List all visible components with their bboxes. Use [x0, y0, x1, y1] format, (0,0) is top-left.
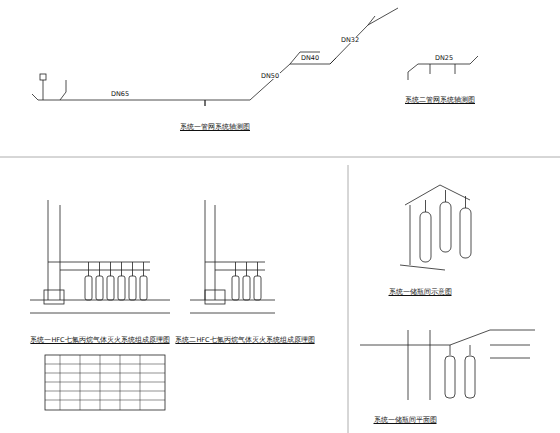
drawing-title: 系统一HFC七氟丙烷气体灭火系统组成原理图	[29, 337, 170, 344]
pipe-size-label: DN32	[340, 37, 360, 44]
pipe-size-label: DN50	[260, 73, 280, 80]
pipe-size-label: DN65	[110, 91, 130, 98]
pipe-size-label: DN25	[434, 55, 454, 62]
drawing-title: 系统一管网系统轴测图	[179, 124, 251, 131]
drawing-title: 系统一储瓶间示意图	[388, 289, 453, 296]
drawing-title: 系统一储瓶间平面图	[373, 417, 438, 424]
drawing-title: 系统二HFC七氟丙烷气体灭火系统组成原理图	[174, 337, 315, 344]
pipe-size-label: DN40	[300, 55, 320, 62]
drawing-title: 系统二管网系统轴测图	[404, 97, 476, 104]
